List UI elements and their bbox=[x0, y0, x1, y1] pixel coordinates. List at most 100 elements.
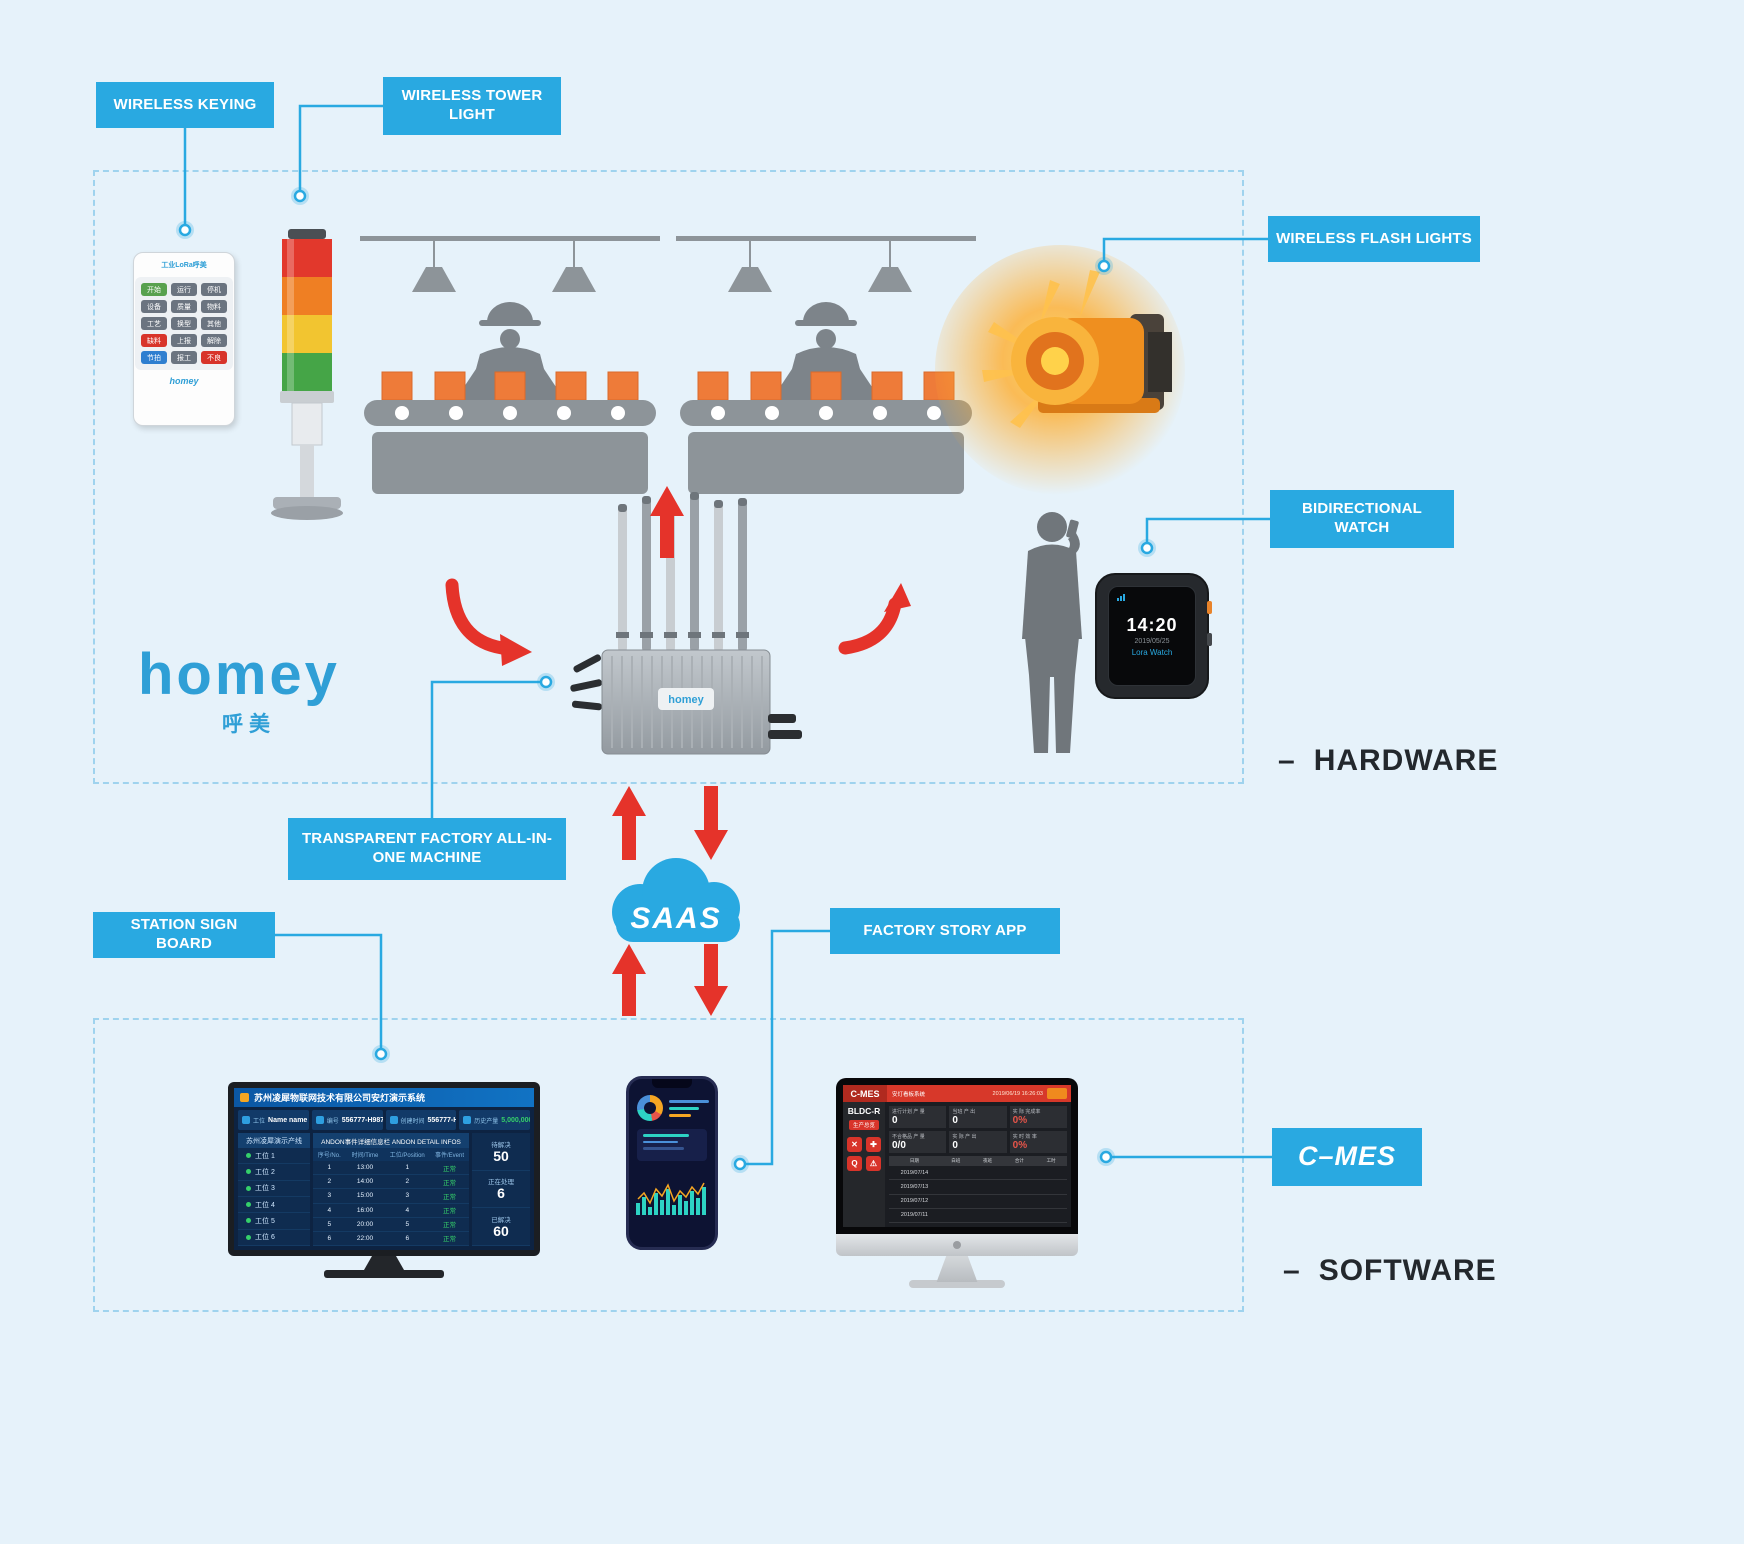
chip-value: 556777-H98736a bbox=[341, 1116, 383, 1124]
label-transparent-factory: TRANSPARENT FACTORY ALL-IN-ONE MACHINE bbox=[288, 818, 566, 880]
tower-pole bbox=[300, 445, 314, 499]
gateway-antennas bbox=[616, 492, 749, 652]
station-item: 工位 5 bbox=[238, 1213, 310, 1230]
bidirectional-watch-device: 14:20 2019/05/25 Lora Watch bbox=[1095, 573, 1212, 699]
sign-board-title: 苏州凌犀物联网技术有限公司安灯演示系统 bbox=[254, 1093, 426, 1103]
remote-button: 其他 bbox=[201, 317, 227, 330]
sign-board-body: 苏州凌犀演示产线 工位 1 工位 2 工位 3 工位 4 工位 5 工位 6 A… bbox=[234, 1133, 534, 1250]
phone-panel bbox=[637, 1129, 707, 1161]
label-wireless-tower-light: WIRELESS TOWER LIGHT bbox=[383, 77, 561, 135]
status-dot bbox=[246, 1218, 251, 1224]
cmes-device-name: BLDC-R bbox=[847, 1106, 881, 1116]
status-dot bbox=[246, 1169, 251, 1175]
chip-value: Name name bbox=[268, 1116, 308, 1124]
chip-label: 工位 bbox=[253, 1118, 266, 1125]
chip-value: 556777-H98736a bbox=[427, 1116, 457, 1124]
sign-board-header: 苏州凌犀物联网技术有限公司安灯演示系统 bbox=[234, 1088, 534, 1107]
cmes-table-row: 2019/07/14 bbox=[889, 1166, 1067, 1181]
remote-button: 质量 bbox=[171, 300, 197, 313]
tower-pole-upper bbox=[291, 402, 323, 446]
factory-conveyor-scene bbox=[359, 235, 977, 495]
cmes-table-row: 2019/07/13 bbox=[889, 1180, 1067, 1195]
remote-button: 节拍 bbox=[141, 351, 167, 364]
remote-button: 停机 bbox=[201, 283, 227, 296]
homey-logo-subtitle: 呼美 bbox=[222, 713, 276, 736]
conveyor-unit-1 bbox=[359, 235, 661, 495]
remote-button: 工艺 bbox=[141, 317, 167, 330]
cmes-screen: C-MES 安灯看板系统 2019/06/19 16:26:03 BLDC-R … bbox=[843, 1085, 1071, 1227]
remote-button: 物料 bbox=[201, 300, 227, 313]
chip-icon bbox=[242, 1116, 250, 1124]
watch-side-button-gray bbox=[1207, 633, 1212, 646]
person-legs bbox=[1025, 637, 1079, 753]
wireless-keying-device: 工业LoRa呼美 开始 运行 停机 设备 质量 物料 工艺 换型 其他 缺料 上… bbox=[133, 252, 235, 426]
remote-button: 上报 bbox=[171, 334, 197, 347]
station-item: 工位 6 bbox=[238, 1230, 310, 1246]
saas-label: SAAS bbox=[630, 902, 721, 935]
gateway-brand: homey bbox=[668, 694, 704, 706]
andon-table-title: ANDON事件详细信息栏 ANDON DETAIL INFOS bbox=[313, 1133, 469, 1148]
tower-red-segment bbox=[282, 239, 332, 277]
cmes-table-row: 2019/07/12 bbox=[889, 1195, 1067, 1209]
alarm-add-icon: ✚ bbox=[866, 1137, 881, 1152]
andon-table-panel: ANDON事件详细信息栏 ANDON DETAIL INFOS 序号/No.时间… bbox=[313, 1133, 469, 1247]
alarm-warning-icon: ⚠ bbox=[866, 1156, 881, 1171]
gateway-ports bbox=[768, 714, 802, 739]
homey-logo: homey 呼美 bbox=[138, 646, 340, 738]
station-item: 工位 3 bbox=[238, 1181, 310, 1197]
remote-button: 开始 bbox=[141, 283, 167, 296]
station-item: 工位 1 bbox=[238, 1148, 310, 1165]
cmes-sidebar: BLDC-R 生产总览 ✕ ✚ Q ⚠ bbox=[843, 1102, 885, 1227]
remote-button: 缺料 bbox=[141, 334, 167, 347]
status-dot bbox=[246, 1234, 251, 1240]
watch-screen: 14:20 2019/05/25 Lora Watch bbox=[1108, 586, 1196, 686]
label-bidirectional-watch: BIDIRECTIONAL WATCH bbox=[1270, 490, 1454, 548]
station-item: 工位 4 bbox=[238, 1197, 310, 1214]
label-c-mes: C–MES bbox=[1272, 1128, 1422, 1186]
status-dot bbox=[246, 1153, 251, 1159]
section-title-hardware: –HARDWARE bbox=[1278, 744, 1498, 778]
imac-stand bbox=[936, 1256, 978, 1282]
chip-label: 历史产量 bbox=[474, 1118, 499, 1125]
chip-label: 创建时间 bbox=[400, 1118, 425, 1125]
gateway-brand-plate bbox=[658, 688, 714, 710]
flow-arrow-down-1 bbox=[694, 786, 728, 860]
station-list-panel: 苏州凌犀演示产线 工位 1 工位 2 工位 3 工位 4 工位 5 工位 6 bbox=[238, 1133, 310, 1246]
remote-brand: homey bbox=[169, 376, 199, 386]
station-list-title: 苏州凌犀演示产线 bbox=[238, 1133, 310, 1148]
cmes-table-row: 2019/07/11 bbox=[889, 1209, 1067, 1223]
alarm-close-icon: ✕ bbox=[847, 1137, 862, 1152]
hardware-dash: – bbox=[1278, 744, 1296, 777]
donut-chart bbox=[637, 1095, 663, 1121]
software-text: SOFTWARE bbox=[1318, 1254, 1497, 1287]
phone-notch bbox=[652, 1079, 692, 1088]
person-head bbox=[1037, 512, 1067, 542]
tower-base-flange bbox=[271, 506, 343, 520]
software-section-box bbox=[93, 1018, 1244, 1312]
sign-board-logo-icon bbox=[240, 1093, 249, 1102]
imac-chin bbox=[836, 1234, 1078, 1256]
label-factory-story-app: FACTORY STORY APP bbox=[830, 908, 1060, 954]
phone-bar-chart bbox=[636, 1182, 706, 1215]
hardware-text: HARDWARE bbox=[1313, 744, 1499, 777]
wireless-tower-light-device bbox=[271, 229, 343, 520]
wireless-flash-light-device bbox=[982, 270, 1172, 428]
siren-mount bbox=[1148, 332, 1172, 392]
remote-title: 工业LoRa呼美 bbox=[161, 262, 207, 269]
factory-story-app-phone bbox=[626, 1076, 718, 1250]
chip-value: 5,000,000 bbox=[501, 1116, 530, 1124]
